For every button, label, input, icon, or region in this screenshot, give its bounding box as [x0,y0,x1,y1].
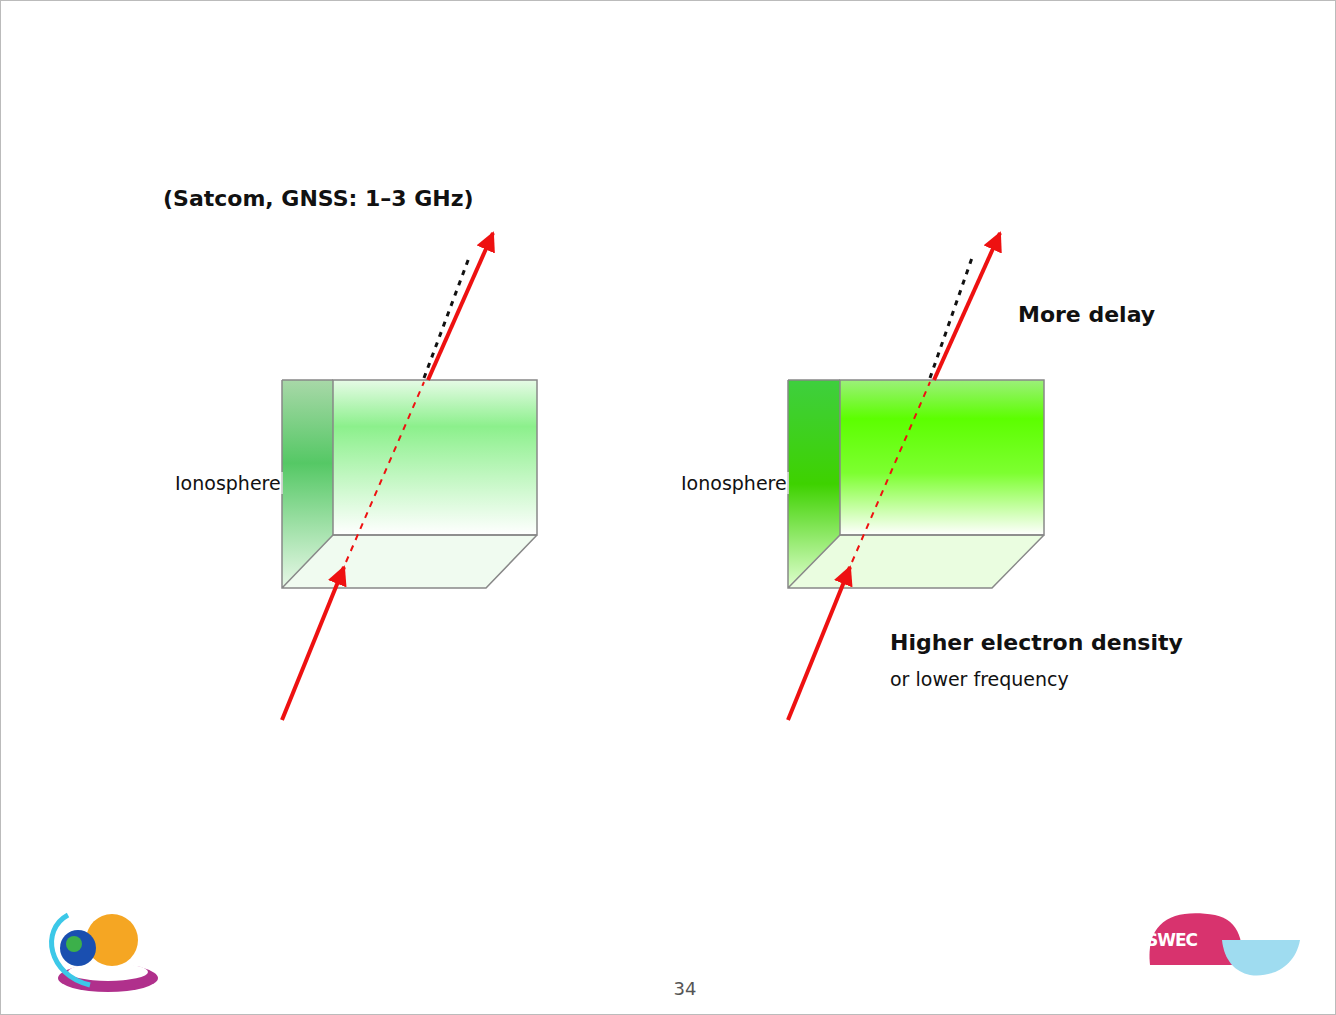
ionosphere-region: Ionosphere [676,380,1046,590]
left-logo [52,914,158,992]
text-label: 34 [674,978,697,999]
text-label: or lower frequency [890,668,1069,690]
text-label: SWEC [1146,930,1197,950]
text-label: Higher electron density [890,630,1183,655]
ionosphere-box [282,380,537,588]
text-label: (Satcom, GNSS: 1–3 GHz) [163,186,474,211]
ionosphere-region: Ionosphere [170,380,540,590]
text-label: More delay [1018,302,1155,327]
text-label: Ionosphere [173,472,283,494]
signal-path [282,233,493,720]
ionosphere-box [788,380,1044,588]
text-label: Ionosphere [679,472,789,494]
